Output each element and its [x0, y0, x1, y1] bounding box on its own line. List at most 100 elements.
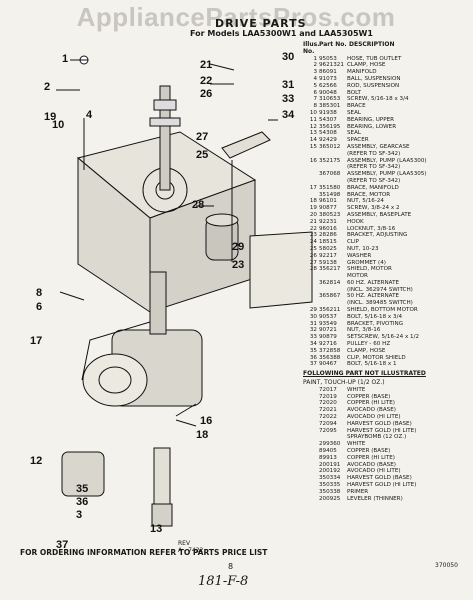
- part-description: CLAMP, HOSE: [347, 62, 386, 69]
- part-number: 362814: [319, 279, 341, 286]
- part-number: 365867: [319, 293, 341, 300]
- part-number: 89405: [319, 448, 337, 455]
- illus-number: 5: [313, 82, 317, 89]
- page-number: 8: [228, 562, 234, 571]
- part-number: 54307: [319, 116, 337, 123]
- callout-31: 31: [282, 79, 294, 91]
- part-description: HARVEST GOLD (HI LITE): [347, 482, 417, 488]
- illus-number: [303, 414, 319, 421]
- part-number: 89913: [319, 454, 337, 461]
- page-title: DRIVE PARTS: [215, 17, 307, 30]
- table-row: (INCL. 389485 SWITCH): [303, 300, 469, 307]
- illus-number: 35: [309, 347, 317, 354]
- page-subtitle: For Models LAA5300W1 and LAA5305W1: [190, 29, 373, 38]
- illus-number: [303, 448, 319, 455]
- part-description: BOLT: [347, 89, 361, 96]
- illus-number: [303, 178, 319, 185]
- illus-number: 1: [313, 55, 317, 62]
- callout-27: 27: [196, 131, 208, 143]
- part-description: SCREW, 5/16-18 x 3/4: [347, 96, 409, 103]
- illus-number: [303, 489, 319, 496]
- part-number: 90467: [319, 361, 337, 368]
- part-number: 356195: [319, 123, 341, 130]
- callout-13: 13: [150, 523, 162, 535]
- part-description: WHITE: [347, 441, 366, 448]
- callout-29: 29: [232, 241, 244, 253]
- part-number: [319, 151, 347, 158]
- part-number: 90537: [319, 313, 337, 320]
- part-description: BEARING, LOWER: [347, 123, 397, 130]
- table-row: (REFER TO SF-342): [303, 178, 469, 185]
- part-description: SCREW, 3/8-24 x 2: [347, 205, 400, 212]
- part-description: SPACER: [347, 137, 369, 144]
- part-number: 96016: [319, 225, 337, 232]
- part-number: 200925: [319, 495, 341, 502]
- illus-number: [303, 428, 319, 435]
- illus-number: [303, 400, 319, 407]
- illus-number: 34: [309, 341, 317, 348]
- illus-number: 17: [309, 184, 317, 191]
- part-number: 92231: [319, 218, 337, 225]
- document-code: 370050: [435, 562, 458, 569]
- part-description: GROMMET (4): [347, 259, 386, 266]
- pivot-bracket: [221, 131, 271, 159]
- illus-number: 28: [309, 266, 317, 273]
- part-description: NUT, 3/8-16: [347, 327, 381, 334]
- illus-number: 16: [309, 157, 317, 164]
- callout-34: 34: [282, 109, 295, 121]
- part-description: AVOCADO (HI LITE): [347, 468, 401, 475]
- part-description: WHITE: [347, 386, 366, 393]
- part-description: BRACE: [347, 103, 366, 110]
- part-description: CLIP: [347, 239, 360, 246]
- paint-heading: PAINT, TOUCH-UP (1/2 OZ.): [303, 379, 385, 387]
- part-number: 380523: [319, 211, 341, 218]
- illus-number: [303, 475, 319, 482]
- illus-number: [303, 287, 319, 294]
- part-description: PULLEY - 60 HZ: [347, 341, 391, 348]
- illus-number: [303, 441, 319, 448]
- part-number: [319, 300, 347, 307]
- illus-number: 7: [313, 96, 317, 103]
- illus-number: [303, 293, 319, 300]
- part-description: BEARING, UPPER: [347, 116, 395, 123]
- illus-number: 15: [309, 143, 317, 150]
- illus-number: 37: [309, 361, 317, 368]
- part-description: NUT, 10-23: [347, 245, 379, 252]
- part-number: 356217: [319, 266, 341, 273]
- part-number: 90877: [319, 205, 337, 212]
- part-description: LOCKNUT, 3/8-16: [347, 225, 396, 232]
- callout-35: 35: [76, 483, 88, 495]
- part-description: (INCL. 362974 SWITCH): [347, 286, 413, 293]
- ordering-footer: FOR ORDERING INFORMATION REFER TO PARTS …: [20, 548, 268, 557]
- table-row: MOTOR: [303, 273, 469, 280]
- callout-10: 10: [52, 119, 64, 131]
- illus-number: 10: [309, 109, 317, 116]
- illus-number: [303, 421, 319, 428]
- part-description: ROD, SUSPENSION: [347, 82, 400, 89]
- part-number: 350335: [319, 482, 341, 488]
- part-description: AVOCADO (BASE): [347, 407, 396, 414]
- part-description: SEAL: [347, 130, 362, 137]
- pulley: [82, 353, 148, 407]
- part-description: ASSEMBLY, PUMP (LAA5305): [347, 171, 427, 178]
- part-description: LEVELER (THINNER): [347, 495, 403, 502]
- pump: [61, 451, 105, 497]
- part-description: (REFER TO SF-342): [347, 164, 401, 171]
